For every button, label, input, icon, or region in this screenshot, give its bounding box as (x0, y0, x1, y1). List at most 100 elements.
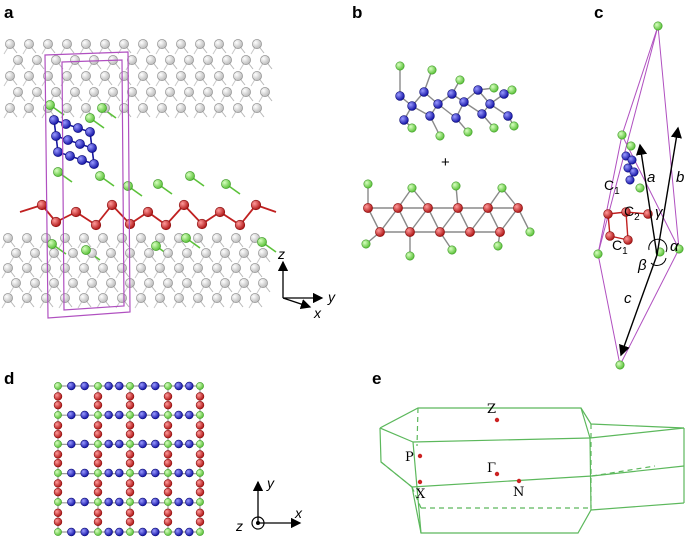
green-atom (497, 183, 507, 193)
white-atom (22, 233, 32, 243)
white-atom (193, 293, 203, 303)
red-atom (125, 508, 135, 517)
green-atom (94, 411, 102, 419)
white-atom (30, 278, 40, 288)
green-atom (153, 179, 163, 189)
white-atom (98, 233, 108, 243)
white-atom (203, 87, 213, 97)
blue-atom (185, 381, 194, 391)
red-atom (513, 203, 523, 213)
kpoint-gamma-label: Γ (487, 461, 496, 476)
green-atom (151, 241, 161, 251)
blue-atom (138, 468, 147, 478)
blue-atom (419, 87, 429, 97)
red-atom (53, 508, 63, 517)
green-atom (196, 528, 204, 536)
blue-atom (185, 439, 194, 449)
red-atom (90, 219, 102, 231)
blue-atom (151, 381, 160, 391)
green-atom (94, 440, 102, 448)
green-atom (653, 21, 663, 31)
green-atom (451, 181, 461, 191)
panel-e: e (372, 369, 685, 534)
green-atom (126, 411, 134, 419)
brillouin-zone (379, 407, 685, 534)
red-atom (495, 227, 505, 237)
panel-e-label: e (372, 369, 381, 388)
red-atom (53, 429, 63, 439)
white-atom (252, 39, 262, 49)
white-atom (193, 263, 203, 273)
white-atom (163, 248, 173, 258)
red-atom (605, 231, 615, 241)
white-atom (24, 39, 34, 49)
red-atom (163, 458, 173, 468)
blue-atom (51, 131, 61, 141)
blue-atom (53, 147, 63, 157)
blue-atom (80, 381, 89, 391)
white-atom (49, 278, 59, 288)
white-atom (250, 293, 260, 303)
white-atom (51, 87, 61, 97)
red-atom (125, 400, 135, 410)
panel-b: b + (352, 3, 535, 261)
blue-atom (67, 439, 76, 449)
red-atom (195, 429, 205, 439)
blue-atom (80, 410, 89, 420)
red-atom (250, 199, 262, 211)
blue-atom (115, 497, 124, 507)
green-atom (196, 382, 204, 390)
white-atom (214, 103, 224, 113)
green-atom (363, 179, 373, 189)
white-atom (24, 103, 34, 113)
white-atom (89, 87, 99, 97)
red-atom (53, 421, 63, 430)
bond (379, 207, 399, 233)
white-atom (157, 71, 167, 81)
green-atom (54, 469, 62, 477)
angle-alpha-label: α (670, 238, 679, 255)
white-atom (3, 263, 13, 273)
red-atom (163, 487, 173, 497)
lattice-vectors (619, 126, 682, 357)
blue-atom (65, 151, 75, 161)
bond (469, 207, 489, 233)
green-atom (405, 251, 415, 261)
blue-atom (77, 155, 87, 165)
angle-beta-label: β (637, 257, 647, 274)
red-atom (106, 199, 118, 211)
white-atom (43, 39, 53, 49)
vector-b-label: b (676, 169, 684, 186)
green-atom (463, 127, 473, 137)
blue-atom (104, 468, 113, 478)
blue-atom (49, 115, 59, 125)
white-atom (70, 87, 80, 97)
blue-atom (503, 111, 513, 121)
blue-atom (174, 439, 183, 449)
blue-atom (174, 410, 183, 420)
white-atom (106, 278, 116, 288)
blue-atom (87, 143, 97, 153)
kpoints: Z P Γ X N (405, 402, 524, 502)
white-atom (241, 87, 251, 97)
blue-atom (73, 123, 83, 133)
white-atom (258, 248, 268, 258)
red-atom (163, 479, 173, 488)
green-atom (196, 440, 204, 448)
white-atom (212, 293, 222, 303)
green-atom (85, 113, 95, 123)
red-atom (423, 203, 433, 213)
blue-atom (80, 468, 89, 478)
white-atom (81, 103, 91, 113)
red-atom (53, 517, 63, 526)
white-atom (60, 293, 70, 303)
green-atom (626, 141, 636, 151)
blue-atom (115, 468, 124, 478)
white-atom (176, 39, 186, 49)
blue-atom (477, 109, 487, 119)
blue-atom (185, 410, 194, 420)
red-atom (195, 400, 205, 410)
green-atom (94, 528, 102, 536)
white-atom (155, 233, 165, 243)
white-atom (233, 71, 243, 81)
